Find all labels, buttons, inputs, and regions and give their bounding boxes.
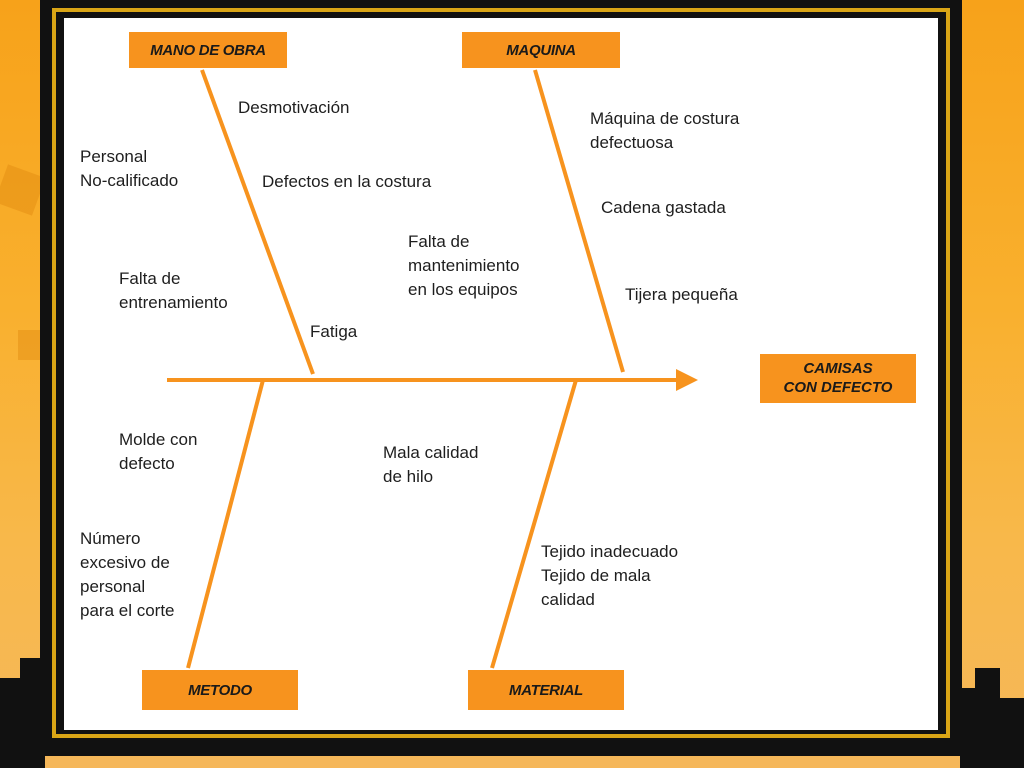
diagram-canvas: MANO DE OBRA MAQUINA METODO MATERIAL CAM… (64, 18, 938, 730)
background-stripe (18, 330, 42, 360)
bone-mano-de-obra (200, 69, 315, 375)
cause-mala-calidad-hilo: Mala calidad de hilo (383, 443, 479, 486)
category-metodo: METODO (142, 670, 298, 710)
cause-falta-mantenimiento: Falta de mantenimiento en los equipos (408, 232, 520, 299)
cause-desmotivacion: Desmotivación (238, 98, 350, 117)
bone-metodo (186, 379, 265, 669)
category-label: MANO DE OBRA (150, 41, 266, 59)
cause-personal-no-calificado: Personal No-calificado (80, 147, 179, 190)
cause-maquina-costura: Máquina de costura defectuosa (590, 109, 740, 152)
cause-falta-entrenamiento: Falta de entrenamiento (119, 269, 228, 312)
cause-molde-defecto: Molde con defecto (119, 430, 198, 473)
background-stripe (0, 164, 46, 216)
category-label: MATERIAL (509, 681, 583, 699)
cause-numero-excesivo: Número excesivo de personal para el cort… (80, 529, 175, 620)
bone-material (490, 379, 578, 669)
cause-fatiga: Fatiga (310, 322, 358, 341)
cause-tejido: Tejido inadecuado Tejido de mala calidad (541, 542, 679, 609)
cause-tijera-pequena: Tijera pequeña (625, 285, 738, 304)
cause-cadena-gastada: Cadena gastada (601, 198, 726, 217)
category-material: MATERIAL (468, 670, 624, 710)
spine-arrowhead (676, 369, 698, 391)
category-maquina: MAQUINA (462, 32, 620, 68)
bone-maquina (533, 69, 625, 373)
category-label: MAQUINA (506, 41, 576, 59)
fishbone-skeleton (167, 69, 698, 669)
category-label: METODO (188, 681, 252, 699)
effect-box: CAMISAS CON DEFECTO (760, 354, 916, 403)
city-skyline (0, 658, 1024, 768)
cause-defectos-costura: Defectos en la costura (262, 172, 432, 191)
category-mano-de-obra: MANO DE OBRA (129, 32, 287, 68)
